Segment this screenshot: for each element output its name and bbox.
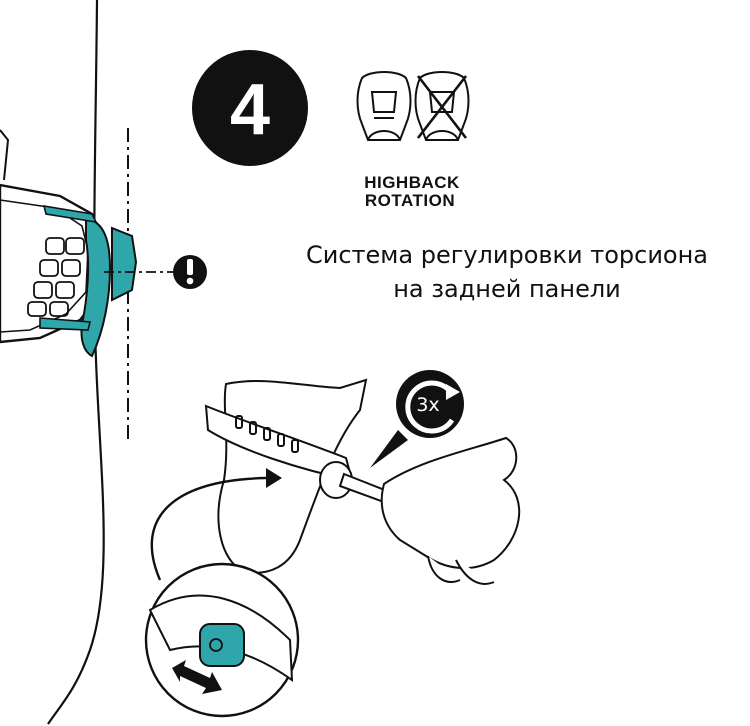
step-badge: 4 [192,50,308,166]
binding-highback [0,130,175,356]
warning-icon [173,255,207,289]
zoom-detail [146,564,298,716]
highback-crossed-icon [416,72,469,140]
board-edge-line [48,0,104,724]
highback-icon [358,72,411,140]
step-number: 4 [230,70,270,150]
teal-disc [112,228,136,300]
highback-label-line2: ROTATION [365,191,455,210]
caption-line1: Система регулировки торсиона [272,238,742,272]
repeat-count: 3x [416,394,439,416]
caption-line2: на задней панели [272,272,742,306]
tool-adjust-illustration [206,380,519,584]
rotation-badge: 3x [370,370,464,468]
highback-label-line1: HIGHBACK [364,173,460,192]
caption: Система регулировки торсиона на задней п… [272,238,742,306]
